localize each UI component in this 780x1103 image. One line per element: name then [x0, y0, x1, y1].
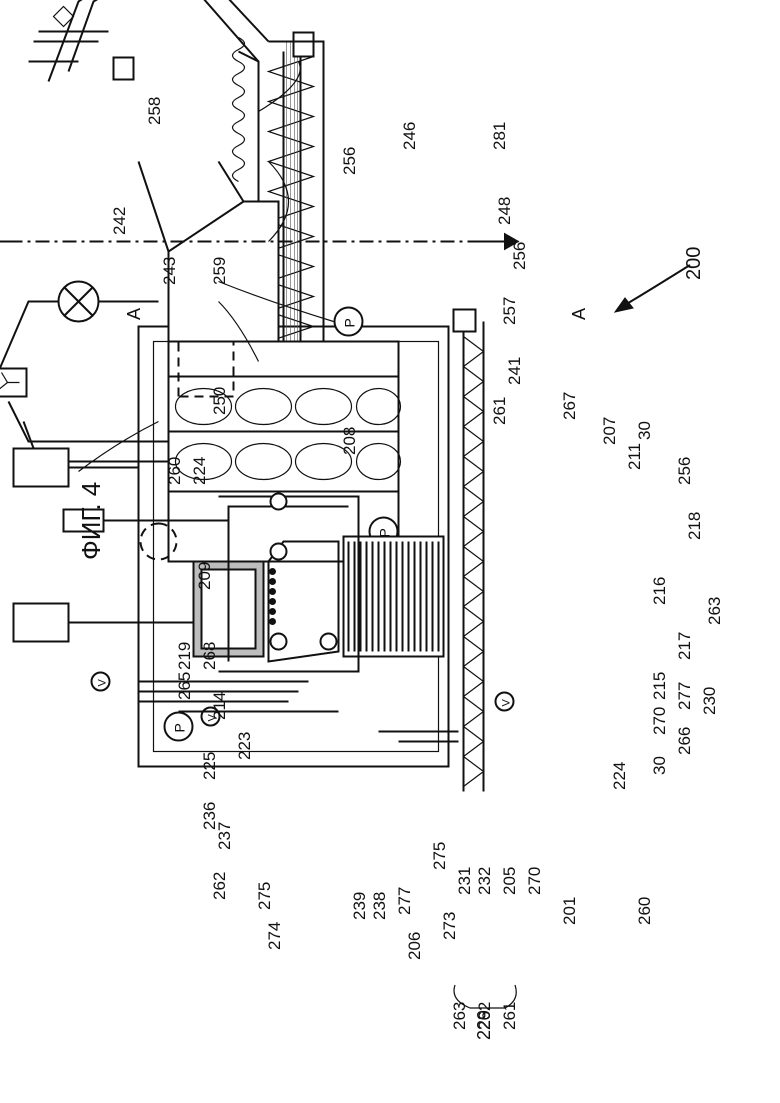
fan-209 — [0, 369, 27, 397]
system-label-arrow — [625, 265, 690, 305]
ref-282: 281 — [490, 122, 509, 150]
ref-262: 262 — [475, 1002, 494, 1030]
ref-266: 267 — [560, 392, 579, 420]
ref-277: 277 — [395, 887, 414, 915]
system-label-arrowhead — [615, 298, 633, 312]
ref-205: 205 — [500, 867, 519, 895]
ref-281: 277 — [675, 682, 694, 710]
ref-274-b: 275 — [430, 842, 449, 870]
ref-217: 217 — [675, 632, 694, 660]
ref-261: 261 — [500, 1002, 519, 1030]
motor-219 — [14, 449, 69, 487]
bottom-screw-conveyor — [454, 310, 484, 792]
ref-206: 206 — [405, 932, 424, 960]
ref-275: 274 — [265, 922, 284, 950]
ref-260: 260 — [635, 897, 654, 925]
ref-257: 261 — [490, 397, 509, 425]
ref-252: 257 — [500, 297, 519, 325]
ref-239: 239 — [350, 892, 369, 920]
ref-255: 259 — [210, 257, 229, 285]
section-label-top: A — [124, 308, 144, 320]
ref-201: 201 — [560, 897, 579, 925]
ref-231: 230 — [700, 687, 719, 715]
ref-238: 238 — [370, 892, 389, 920]
ref-208: 208 — [340, 427, 359, 455]
ref-215: 215 — [650, 672, 669, 700]
ref-242: 242 — [110, 207, 129, 235]
feed-section — [29, 0, 154, 82]
bottom-pipe — [379, 732, 459, 742]
valve-258-symbol: V — [97, 679, 109, 687]
ref-259: 263 — [705, 597, 724, 625]
ref-214: 214 — [210, 692, 229, 720]
ref-224: 224 — [610, 762, 629, 790]
ref-267: 268 — [200, 642, 219, 670]
ref-265: 266 — [675, 727, 694, 755]
ref-30-a: 30 — [635, 421, 654, 440]
system-label-group: 200 — [615, 247, 705, 312]
ref-251-b: 256 — [510, 242, 529, 270]
ref-216: 216 — [650, 577, 669, 605]
ref-243: 243 — [160, 257, 179, 285]
ref-253: 258 — [145, 97, 164, 125]
ref-258: 262 — [210, 872, 229, 900]
ref-270: 270 — [525, 867, 544, 895]
ref-241: 241 — [505, 357, 524, 385]
ref-237: 237 — [215, 822, 234, 850]
heater-coil-246 — [233, 38, 245, 182]
ref-246: 246 — [400, 122, 419, 150]
ref-263: 263 — [450, 1002, 469, 1030]
valve-260-symbol: V — [501, 699, 513, 707]
ref-273: 273 — [440, 912, 459, 940]
sensor-281 — [271, 494, 287, 510]
ref-209: 209 — [195, 562, 214, 590]
system-label-200: 200 — [683, 247, 705, 280]
section-label-bottom: A — [569, 308, 589, 320]
ref-232: 231 — [455, 867, 474, 895]
ref-248: 248 — [495, 197, 514, 225]
ref-251-c: 256 — [675, 457, 694, 485]
left-pipes — [139, 682, 339, 712]
rotary-valve-223 — [0, 282, 159, 382]
ref-218: 218 — [685, 512, 704, 540]
ref-207: 207 — [600, 417, 619, 445]
pump-266-symbol: P — [342, 318, 358, 327]
valves: V V V — [92, 673, 514, 726]
coil-terminal — [114, 58, 134, 80]
drum-rotor — [169, 342, 401, 562]
ref-230: 225 — [200, 752, 219, 780]
ref-250: 250 — [210, 387, 229, 415]
ref-223: 224 — [190, 457, 209, 485]
pump-275-symbol: P — [172, 723, 188, 732]
inclined-chute — [189, 0, 269, 62]
ref-251-a: 256 — [340, 147, 359, 175]
ref-268: 270 — [650, 707, 669, 735]
ref-219: 219 — [175, 642, 194, 670]
ref-225: 223 — [235, 732, 254, 760]
ref-233: 232 — [475, 867, 494, 895]
apparatus-drawing: P P P V V V — [0, 0, 519, 792]
ref-256: 260 — [165, 457, 184, 485]
motor-236 — [14, 604, 69, 642]
ref-274-a: 275 — [255, 882, 274, 910]
ref-264: 265 — [175, 672, 194, 700]
ref-211: 211 — [625, 443, 644, 470]
figure-title: ФИГ. 4 — [76, 482, 106, 560]
ref-30-b: 30 — [650, 756, 669, 775]
